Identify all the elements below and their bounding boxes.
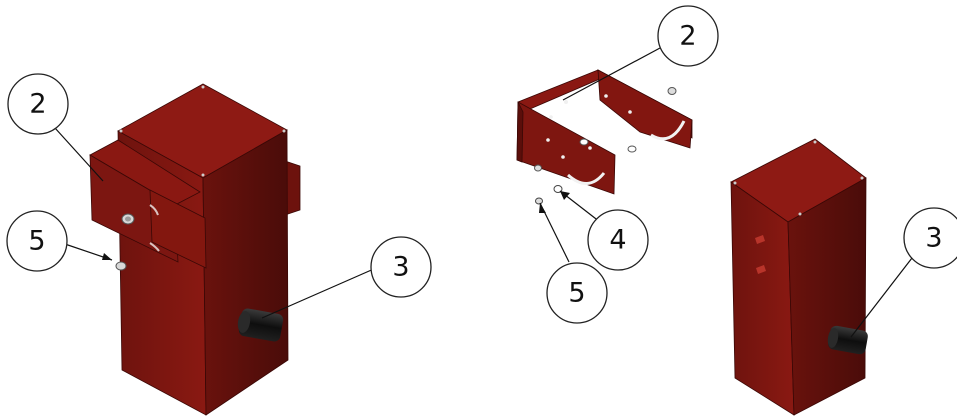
callout-label: 5 (28, 226, 45, 257)
callout-label: 3 (392, 252, 409, 283)
callout-right-knob: 3 (903, 207, 957, 269)
callout-mid-bolt: 5 (546, 262, 608, 324)
bracket-back-plate (517, 69, 603, 113)
leader-lines (54, 47, 913, 338)
bracket-left-face (516, 101, 524, 163)
nut-icon (534, 87, 677, 172)
middle-bracket (516, 69, 693, 205)
bracket-front-arm (516, 101, 616, 195)
left-housing-side (202, 129, 289, 416)
callout-label: 2 (679, 21, 696, 52)
left-assembly (89, 83, 301, 416)
callout-label: 2 (29, 89, 46, 120)
callout-label: 3 (925, 223, 942, 254)
callout-left-bracket: 2 (7, 73, 69, 135)
callout-label: 4 (609, 225, 626, 256)
nut-icon (115, 261, 127, 271)
bolt-icon (535, 197, 543, 205)
callout-mid-washer: 4 (587, 209, 649, 271)
right-housing-side (787, 177, 867, 416)
callout-left-bolt: 5 (6, 210, 68, 272)
callout-mid-bracket: 2 (657, 5, 719, 67)
right-assembly (730, 138, 868, 416)
bracket-rear-arm (597, 69, 693, 149)
callout-label: 5 (568, 278, 585, 309)
callout-left-knob: 3 (370, 236, 432, 298)
bolt-icon (121, 213, 135, 225)
right-knob (827, 325, 868, 355)
left-bracket-plate-2 (149, 189, 207, 269)
washer-icon (553, 138, 637, 193)
left-knob (237, 308, 284, 342)
